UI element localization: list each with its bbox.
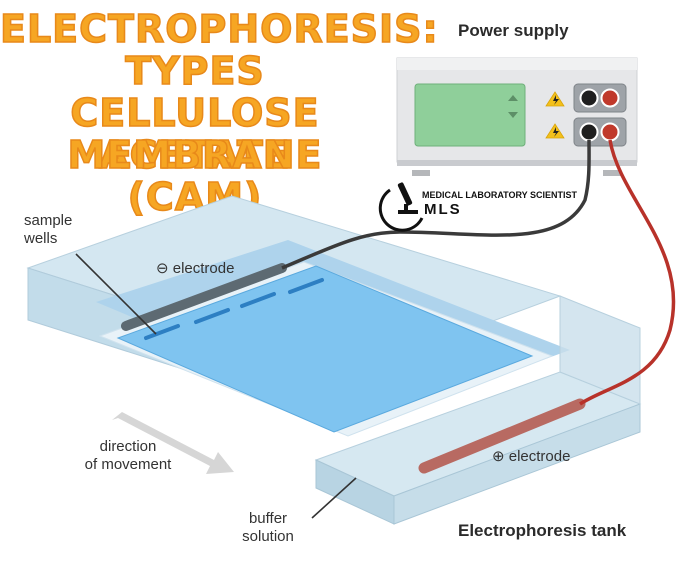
lightning-icon-2 xyxy=(553,127,559,137)
sample-well-1 xyxy=(144,324,180,340)
sample-wells-pointer xyxy=(75,253,157,335)
sample-wells xyxy=(144,278,324,340)
positive-electrode xyxy=(418,398,586,474)
cellulose-acetate-membrane xyxy=(116,265,534,433)
power-supply-display xyxy=(414,83,526,147)
title-line-1: ELECTROPHORESIS: xyxy=(0,7,439,51)
buffer-solution-label: buffer solution xyxy=(242,510,294,545)
positive-electrode-label: ⊕ electrode xyxy=(492,448,571,465)
terminal-red-bottom xyxy=(600,122,620,142)
electrophoresis-tank-label: Electrophoresis tank xyxy=(458,521,627,540)
title-line-2: TYPES xyxy=(124,49,265,93)
tank-right-side xyxy=(559,295,641,405)
arrow-up-icon xyxy=(508,95,518,101)
sample-wells-label: sample wells xyxy=(24,212,73,247)
terminal-red-top xyxy=(600,88,620,108)
negative-electrode xyxy=(121,263,287,331)
logo-text-line-1: MEDICAL LABORATORY SCIENTIST xyxy=(422,190,578,200)
power-supply-top xyxy=(397,58,637,70)
tank-front-face xyxy=(393,403,641,525)
power-supply-base xyxy=(397,160,637,166)
direction-label: direction of movement xyxy=(84,438,172,473)
title-line-4: MEMBRANE (CAM) xyxy=(67,133,323,219)
logo-text-line-2: MLS xyxy=(424,201,462,218)
direction-arrow-icon xyxy=(112,412,234,474)
mls-logo-icon xyxy=(378,182,424,232)
sample-well-3 xyxy=(240,292,276,308)
sample-well-4 xyxy=(288,278,324,294)
positive-wire xyxy=(579,139,676,406)
power-supply-foot-left xyxy=(412,170,430,176)
lightning-icon xyxy=(553,95,559,105)
negative-electrode-label: ⊖ electrode xyxy=(156,260,235,277)
power-supply-foot-right xyxy=(603,170,621,176)
buffer-pointer xyxy=(311,477,357,519)
power-supply-label: Power supply xyxy=(458,21,569,40)
arrow-down-icon xyxy=(508,112,518,118)
negative-wire xyxy=(281,139,591,270)
power-supply-unit xyxy=(396,57,638,176)
sample-well-2 xyxy=(194,308,230,324)
title-line-3: CELLULOSE ACETATE xyxy=(70,91,320,177)
terminal-black-bottom xyxy=(579,122,599,142)
terminal-black-top xyxy=(579,88,599,108)
